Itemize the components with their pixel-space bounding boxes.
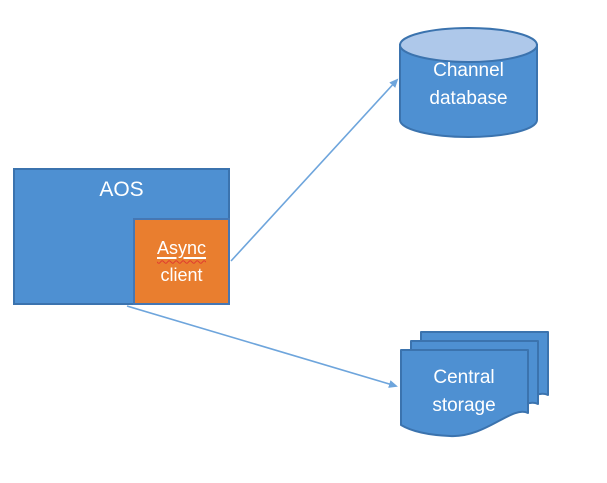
- aos-label: AOS: [99, 178, 144, 201]
- channel-database-label: Channel database: [429, 60, 508, 109]
- async-client-node: Async client: [133, 218, 230, 305]
- connector-async-client-to-channel-database: [230, 78, 399, 262]
- central-storage-multidocument: [400, 331, 549, 438]
- document-sheet-front: [400, 349, 529, 438]
- central-storage-label: Central storage: [432, 367, 496, 416]
- async-client-label: Async client: [157, 235, 206, 289]
- client-word: client: [160, 264, 203, 285]
- spellcheck-underline: Async: [157, 238, 206, 258]
- connector-aos-to-central-storage: [126, 305, 398, 388]
- async-word: Async: [156, 237, 207, 258]
- channel-database-cylinder: [399, 27, 538, 138]
- cylinder-top-ellipse: [399, 27, 538, 63]
- cylinder-body: [399, 44, 538, 138]
